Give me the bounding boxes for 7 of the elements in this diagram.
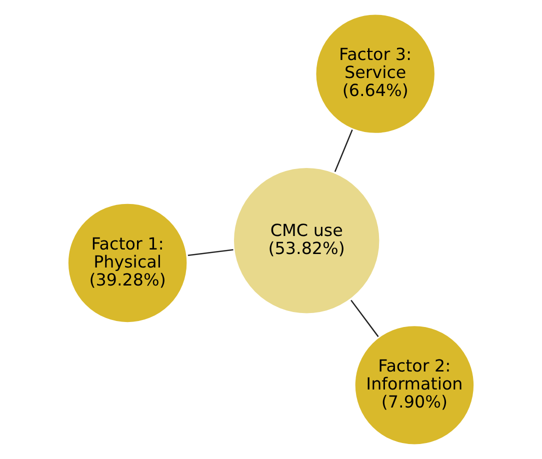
node-circle: Factor 2: Information (7.90%) <box>352 324 476 447</box>
connector <box>188 249 234 256</box>
node-circle: CMC use (53.82%) <box>231 165 382 316</box>
node-circle: Factor 3: Service (6.64%) <box>314 12 438 136</box>
connector <box>334 130 353 172</box>
node-circle: Factor 1: Physical (39.28%) <box>66 201 190 325</box>
connector <box>350 300 379 338</box>
